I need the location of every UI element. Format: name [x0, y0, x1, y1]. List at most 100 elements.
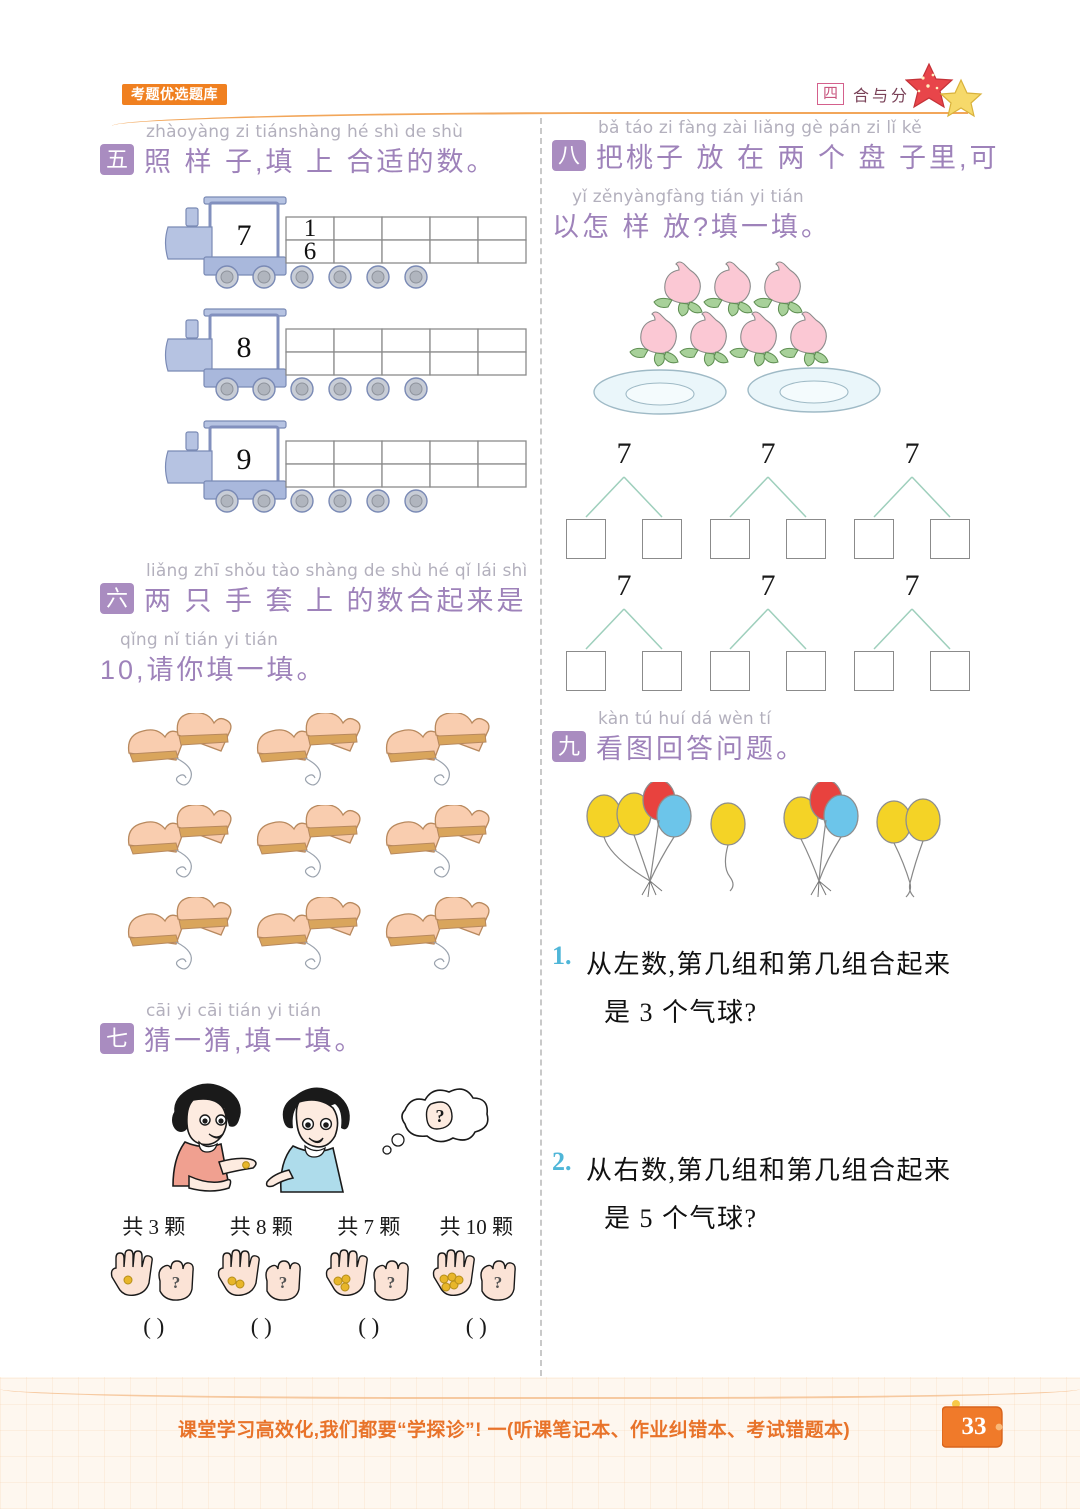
hand-caption: 共 8 颗: [229, 1215, 293, 1239]
exercise-six-number: 六: [100, 583, 134, 614]
exercise-eight-number: 八: [552, 140, 586, 171]
tree-total: 7: [760, 437, 776, 470]
mitten-pair-icon[interactable]: [255, 805, 375, 883]
exercise-six-text-2: 10,请你填一填。: [100, 655, 327, 685]
exercise-five-pinyin: zhàoyàng zi tiánshàng hé shì de shù: [146, 122, 464, 142]
exercise-six-pinyin-2: qǐng nǐ tián yi tián: [120, 630, 279, 650]
footer-slogan: 课堂学习高效化,我们都要“学探诊”! 一(听课笔记本、作业纠错本、考试错题本): [178, 1420, 851, 1441]
exercise-nine-heading: kàn tú huí dá wèn tí 九 看图回答问题。: [552, 709, 984, 766]
tree-box-right[interactable]: [642, 651, 682, 691]
tree-box-right[interactable]: [786, 519, 826, 559]
page-header: 考题优选题库 四 合与分: [0, 0, 1080, 120]
train-exercise-group: 7 1 6: [100, 195, 530, 531]
svg-text:6: 6: [304, 238, 317, 265]
tree-row-1: 7 7 7: [552, 437, 984, 559]
tree-box-left[interactable]: [566, 519, 606, 559]
hand-answer-blank[interactable]: ( ): [250, 1314, 272, 1339]
decomposition-tree[interactable]: 7: [710, 569, 826, 691]
mitten-pair-icon[interactable]: [126, 805, 246, 883]
svg-text:9: 9: [237, 443, 252, 476]
train-row-3[interactable]: 9: [100, 419, 530, 531]
svg-text:?: ?: [436, 1106, 445, 1126]
hand-answer-blank[interactable]: ( ): [358, 1314, 380, 1339]
decomposition-tree[interactable]: 7: [566, 569, 682, 691]
exercise-eight-text: 把桃子 放 在 两 个 盘 子里,可: [596, 143, 1000, 173]
hand-with-beads-icon[interactable]: ?: [321, 1243, 417, 1307]
tree-total: 7: [760, 569, 776, 602]
svg-text:8: 8: [237, 331, 252, 364]
train-row-2[interactable]: 8: [100, 307, 530, 419]
svg-text:1: 1: [304, 215, 317, 242]
mitten-pair-icon[interactable]: [126, 713, 246, 791]
tree-branch-lines: [729, 476, 807, 518]
peaches-and-plates-illustration: [552, 258, 984, 423]
hand-caption: 共 10 颗: [439, 1215, 514, 1239]
mitten-pair-icon[interactable]: [126, 897, 246, 975]
exercise-seven-pinyin: cāi yi cāi tián yi tián: [146, 1001, 322, 1021]
right-column: bǎ táo zi fàng zài liǎng gè pán zi lǐ kě…: [552, 118, 997, 1243]
decomposition-tree[interactable]: 7: [854, 569, 970, 691]
hand-caption: 共 7 颗: [337, 1215, 401, 1239]
page-number-tag: [942, 1400, 1003, 1448]
tree-box-left[interactable]: [854, 651, 894, 691]
question-1-line2: 是 3 个气球?: [604, 998, 758, 1028]
exercise-eight-pinyin: bǎ táo zi fàng zài liǎng gè pán zi lǐ kě: [598, 118, 922, 138]
tree-box-right[interactable]: [930, 519, 970, 559]
exercise-seven-heading: cāi yi cāi tián yi tián 七 猜一猜,填一填。: [100, 1001, 530, 1058]
svg-text:?: ?: [279, 1273, 288, 1292]
balloon-group-3: [783, 779, 859, 898]
mitten-pair-icon[interactable]: [384, 897, 504, 975]
mitten-pair-icon[interactable]: [255, 713, 375, 791]
hand-cell: 共 10 颗 ? ( ): [428, 1211, 524, 1340]
tree-row-2: 7 7 7: [552, 569, 984, 691]
exercise-five-number: 五: [100, 144, 134, 175]
hand-with-beads-icon[interactable]: ?: [106, 1243, 202, 1307]
tree-total: 7: [616, 437, 632, 470]
tree-total: 7: [904, 437, 920, 470]
question-1-number: 1.: [552, 941, 572, 970]
hand-answer-blank[interactable]: ( ): [143, 1314, 165, 1339]
decomposition-tree[interactable]: 7: [854, 437, 970, 559]
exercise-five-text: 照 样 子,填 上 合适的数。: [144, 147, 497, 177]
question-2: 2. 从右数,第几组和第几组合起来 是 5 个气球?: [552, 1147, 984, 1243]
hand-cell: 共 7 颗 ? ( ): [321, 1211, 417, 1340]
mitten-pair-icon[interactable]: [255, 897, 375, 975]
left-column: zhàoyàng zi tiánshàng hé shì de shù 五 照 …: [100, 122, 530, 1340]
kids-illustration: ?: [100, 1076, 530, 1201]
hand-cell: 共 8 颗 ? ( ): [213, 1211, 309, 1340]
tree-box-left[interactable]: [854, 519, 894, 559]
decomposition-tree[interactable]: 7: [710, 437, 826, 559]
tree-box-right[interactable]: [930, 651, 970, 691]
star-decoration-icon: [905, 62, 983, 118]
exercise-eight-text-2: 以怎 样 放?填一填。: [552, 212, 832, 242]
tree-branch-lines: [873, 608, 951, 650]
tree-box-right[interactable]: [642, 519, 682, 559]
train-row-1[interactable]: 7 1 6: [100, 195, 530, 307]
hand-answer-blank[interactable]: ( ): [465, 1314, 487, 1339]
tree-total: 7: [616, 569, 632, 602]
chapter-number-badge: 四: [816, 83, 844, 105]
tree-box-left[interactable]: [710, 651, 750, 691]
exercise-five-heading: zhàoyàng zi tiánshàng hé shì de shù 五 照 …: [100, 122, 530, 179]
exercise-six-pinyin: liǎng zhī shǒu tào shàng de shù hé qǐ lá…: [146, 561, 528, 581]
hand-with-beads-icon[interactable]: ?: [213, 1243, 309, 1307]
mitten-pair-icon[interactable]: [384, 713, 504, 791]
exercise-nine-number: 九: [552, 731, 586, 762]
svg-text:?: ?: [172, 1273, 181, 1292]
hand-caption: 共 3 颗: [122, 1215, 186, 1239]
exercise-seven-number: 七: [100, 1023, 134, 1054]
tree-box-left[interactable]: [566, 651, 606, 691]
mitten-pair-icon[interactable]: [384, 805, 504, 883]
tree-box-left[interactable]: [710, 519, 750, 559]
question-2-line2: 是 5 个气球?: [604, 1204, 758, 1234]
page-number: 33: [961, 1413, 987, 1440]
exercise-seven-text: 猜一猜,填一填。: [144, 1026, 365, 1056]
chapter-title: 合与分: [852, 88, 910, 105]
question-2-line1: 从右数,第几组和第几组合起来: [586, 1156, 952, 1186]
hand-cell: 共 3 颗 ? ( ): [106, 1211, 202, 1340]
hand-with-beads-icon[interactable]: ?: [428, 1243, 524, 1307]
decomposition-tree[interactable]: 7: [566, 437, 682, 559]
balloon-groups-illustration: [552, 779, 984, 907]
tree-box-right[interactable]: [786, 651, 826, 691]
chapter-label: 四 合与分: [816, 82, 910, 106]
